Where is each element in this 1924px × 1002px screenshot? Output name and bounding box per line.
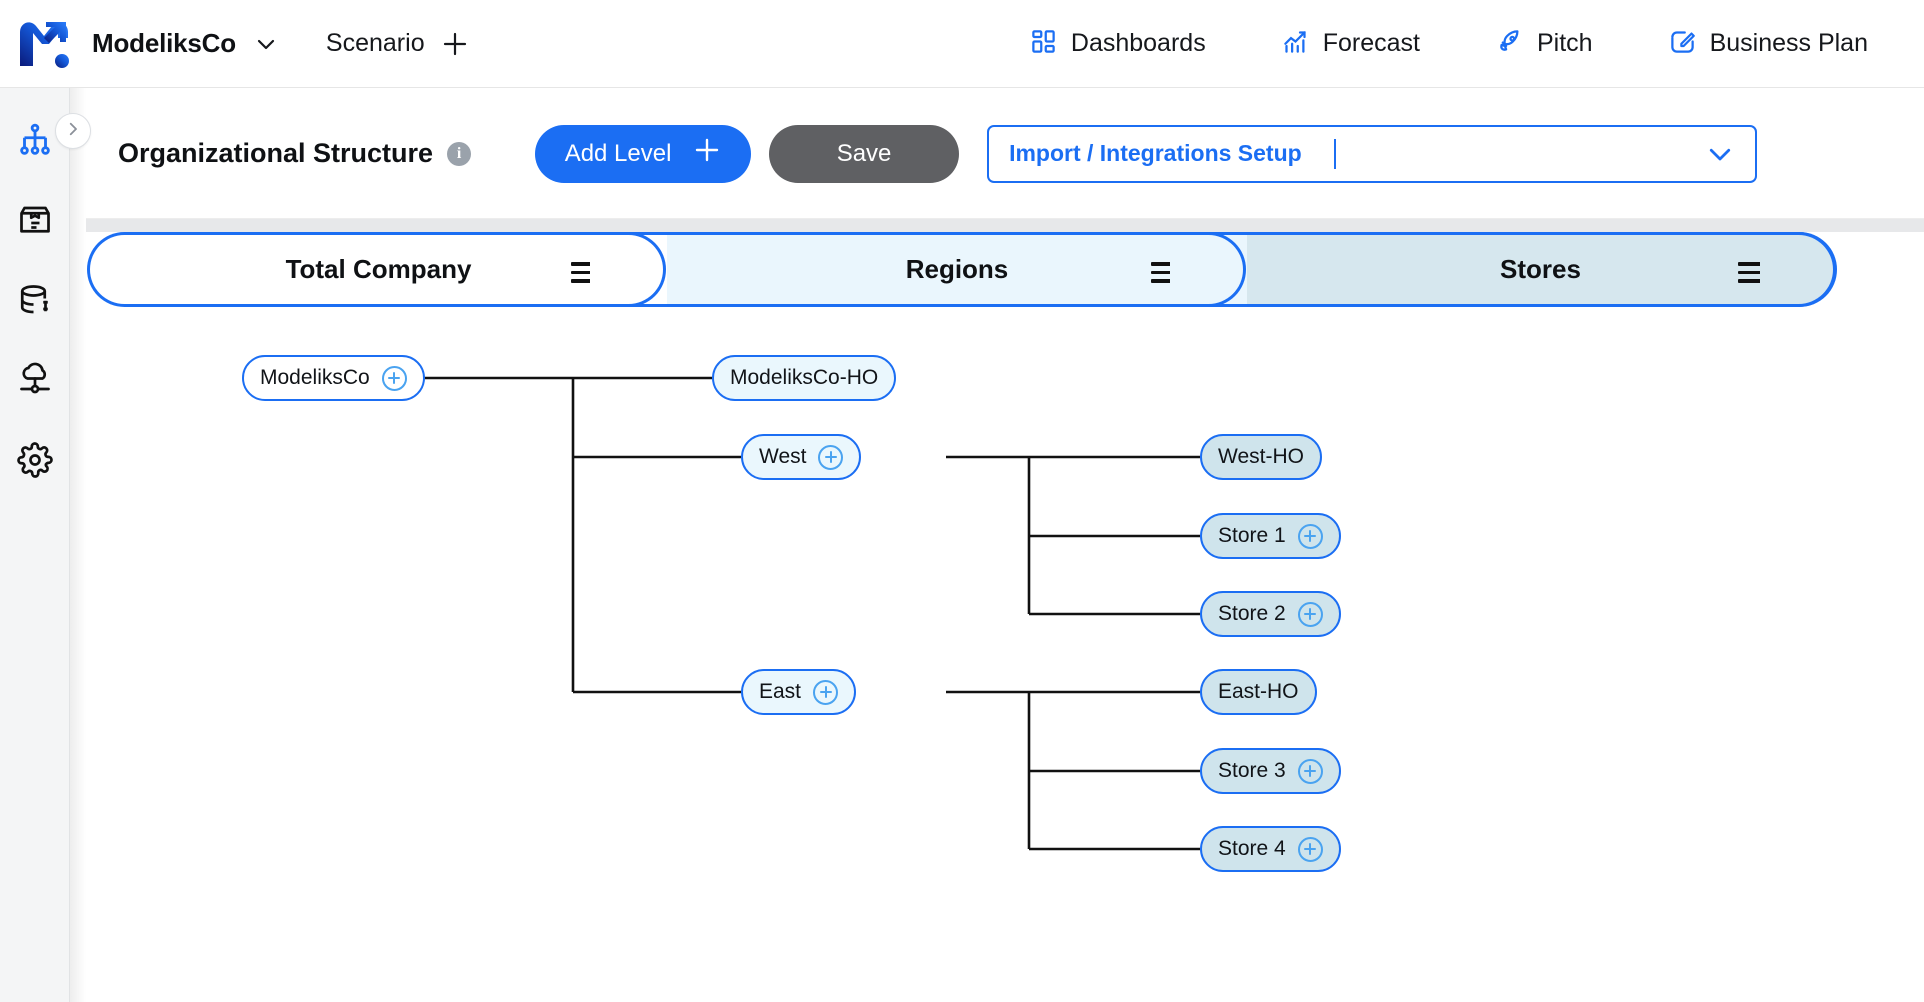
- sidebar-item-settings[interactable]: [13, 438, 57, 482]
- tree-node-east[interactable]: East: [741, 669, 857, 715]
- header-strip: [86, 219, 1924, 232]
- add-child-icon[interactable]: [813, 679, 839, 705]
- text-caret: [1333, 138, 1336, 169]
- level-title: Total Company: [285, 254, 472, 284]
- add-child-icon[interactable]: [818, 444, 844, 470]
- level-header-total-company[interactable]: Total Company 1: [87, 232, 667, 307]
- hamburger-icon[interactable]: [1150, 262, 1178, 283]
- plus-icon[interactable]: [441, 30, 469, 58]
- level-number: 3: [1795, 251, 1817, 293]
- node-label: ModeliksCo: [260, 366, 370, 389]
- nav-pitch[interactable]: Pitch: [1496, 28, 1593, 60]
- sidebar-item-products[interactable]: [13, 198, 57, 242]
- sidebar-item-integrations[interactable]: [13, 358, 57, 402]
- nav-pitch-label: Pitch: [1536, 29, 1593, 57]
- sidebar-item-organizational-structure[interactable]: [13, 118, 57, 162]
- brand-name[interactable]: ModeliksCo: [92, 28, 236, 58]
- tree-node-west-ho[interactable]: West-HO: [1200, 434, 1322, 480]
- nav-business-plan-label: Business Plan: [1709, 29, 1868, 57]
- tree-node-modeliksco-ho[interactable]: ModeliksCo-HO: [712, 355, 897, 401]
- level-header-regions[interactable]: Regions 2: [667, 232, 1247, 307]
- tree-node-store-2[interactable]: Store 2: [1200, 591, 1341, 637]
- node-label: West-HO: [1218, 445, 1304, 468]
- level-title: Stores: [1500, 254, 1581, 284]
- node-label: Store 4: [1218, 837, 1286, 860]
- tree-node-store-3[interactable]: Store 3: [1200, 748, 1341, 794]
- add-level-button[interactable]: Add Level: [535, 124, 752, 183]
- node-label: West: [759, 445, 807, 468]
- save-label: Save: [836, 139, 892, 167]
- node-label: Store 3: [1218, 759, 1286, 782]
- node-label: Store 1: [1218, 524, 1286, 547]
- dashboards-grid-icon: [1030, 28, 1057, 60]
- left-sidebar: [0, 88, 70, 1002]
- nav-forecast-label: Forecast: [1322, 29, 1420, 57]
- chevron-down-icon[interactable]: [1705, 139, 1735, 169]
- save-button[interactable]: Save: [769, 124, 960, 183]
- rocket-icon: [1496, 28, 1523, 60]
- nav-dashboards-label: Dashboards: [1070, 29, 1206, 57]
- divider: [1778, 255, 1782, 290]
- forecast-chart-icon: [1282, 28, 1309, 60]
- add-child-icon[interactable]: [381, 365, 407, 391]
- info-icon[interactable]: i: [447, 141, 472, 166]
- nav-business-plan[interactable]: Business Plan: [1669, 28, 1868, 60]
- tree-connector-lines: [402, 376, 1200, 851]
- chevron-right-icon: [64, 120, 82, 143]
- tree-node-west[interactable]: West: [741, 434, 862, 480]
- import-integrations-setup-select[interactable]: Import / Integrations Setup: [987, 124, 1758, 183]
- scenario-label[interactable]: Scenario: [325, 29, 425, 57]
- sidebar-item-revenue-database[interactable]: [13, 278, 57, 322]
- node-label: East-HO: [1218, 680, 1299, 703]
- add-child-icon[interactable]: [1297, 601, 1323, 627]
- chevron-down-icon[interactable]: [254, 32, 278, 56]
- add-child-icon[interactable]: [1297, 758, 1323, 784]
- tree-node-store-4[interactable]: Store 4: [1200, 826, 1341, 872]
- org-tree: ModeliksCo ModeliksCo-HO West East West-…: [86, 307, 1924, 1002]
- expand-sidebar-button[interactable]: [55, 113, 91, 149]
- tree-node-modeliksco[interactable]: ModeliksCo: [242, 355, 425, 401]
- level-number: 1: [628, 251, 650, 293]
- primary-navigation: Dashboards Forecast Pitch: [954, 28, 1924, 60]
- plus-icon: [693, 136, 721, 171]
- tree-node-east-ho[interactable]: East-HO: [1200, 669, 1317, 715]
- level-title: Regions: [905, 254, 1009, 284]
- org-chart-canvas: Total Company 1 Regions 2 Stores 3: [86, 219, 1924, 1002]
- hamburger-icon[interactable]: [570, 262, 598, 283]
- node-label: ModeliksCo-HO: [730, 366, 879, 389]
- level-number: 2: [1208, 251, 1230, 293]
- nav-dashboards[interactable]: Dashboards: [1030, 28, 1206, 60]
- divider: [1191, 255, 1195, 290]
- top-navigation-bar: ModeliksCo Scenario Dashboards Fo: [0, 0, 1924, 88]
- node-label: East: [759, 680, 802, 703]
- page-title: Organizational Structure: [118, 138, 434, 168]
- nav-forecast[interactable]: Forecast: [1282, 28, 1420, 60]
- hamburger-icon[interactable]: [1737, 262, 1765, 283]
- sidebar-shadow: [70, 88, 86, 1002]
- node-label: Store 2: [1218, 602, 1286, 625]
- divider: [611, 255, 615, 290]
- add-child-icon[interactable]: [1297, 836, 1323, 862]
- edit-square-icon: [1669, 28, 1696, 60]
- level-header-row: Total Company 1 Regions 2 Stores 3: [87, 232, 1837, 307]
- level-header-stores[interactable]: Stores 3: [1247, 232, 1837, 307]
- page-toolbar: Organizational Structure i Add Level Sav…: [86, 89, 1924, 219]
- add-child-icon[interactable]: [1297, 523, 1323, 549]
- modeliks-logo-icon[interactable]: [0, 0, 88, 88]
- tree-node-store-1[interactable]: Store 1: [1200, 513, 1341, 559]
- import-label: Import / Integrations Setup: [1009, 140, 1302, 166]
- add-level-label: Add Level: [564, 139, 672, 167]
